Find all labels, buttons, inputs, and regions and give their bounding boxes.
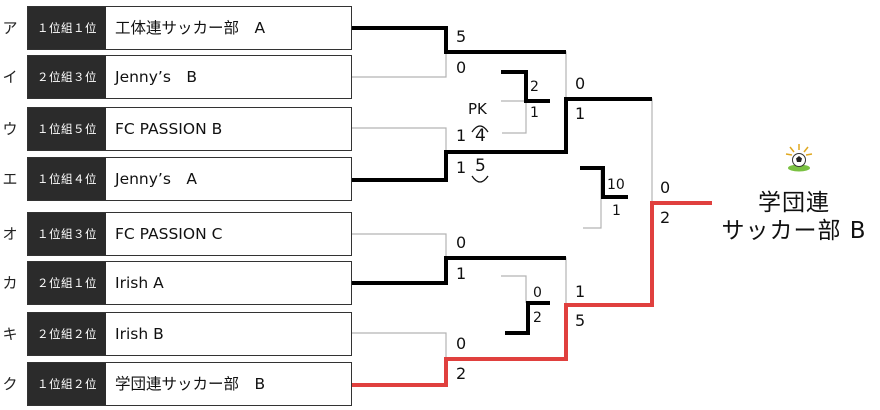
entry-o: オ １位組３位 FC PASSION C (0, 212, 352, 256)
pk-arc-bottom (471, 175, 489, 183)
champion-line-2: サッカー部 B (721, 218, 867, 244)
team-name: Irish A (115, 274, 164, 292)
line-e (352, 97, 652, 182)
score-sf-m2-top: 1 (575, 282, 586, 301)
pk-arc-top (471, 125, 489, 133)
champion-name: 学団連 サッカー部 B (706, 189, 880, 245)
entry-letter: カ (2, 274, 18, 292)
entry-letter: イ (2, 68, 18, 86)
team-name: 学団連サッカー部 B (115, 375, 266, 393)
team-name: Irish B (115, 325, 164, 343)
entry-letter: エ (2, 170, 18, 188)
line-sub3 (583, 167, 602, 229)
team-name: FC PASSION B (115, 120, 223, 138)
line-o (352, 233, 447, 258)
score-sub3-bottom: 1 (612, 203, 621, 219)
team-name: Jenny’s A (115, 170, 198, 188)
pk-score-bottom: 5 (475, 156, 486, 176)
score-r1-m4-bottom: 2 (456, 364, 467, 383)
score-final-top: 0 (660, 178, 671, 197)
score-sf-m1-top: 0 (575, 74, 586, 93)
score-sub1-top: 2 (530, 79, 539, 95)
team-box: １位組４位 Jenny’s A (27, 157, 352, 201)
seed-label: ２位組３位 (28, 56, 106, 98)
score-r1-m4-top: 0 (456, 334, 467, 353)
line-ku-champion (352, 201, 712, 387)
entry-letter: キ (2, 325, 18, 343)
score-r1-m2-top: 1 (456, 126, 467, 145)
score-r1-m1-bottom: 0 (456, 58, 467, 77)
score-r1-m2-bottom: 1 (456, 158, 467, 177)
score-sf-m1-bottom: 1 (575, 104, 586, 123)
team-name: Jenny’s B (115, 68, 198, 86)
score-sub2-bottom: 2 (533, 310, 542, 326)
seed-label: ２位組１位 (28, 262, 106, 304)
score-sf-m2-bottom: 5 (575, 311, 586, 330)
score-r1-m3-top: 0 (456, 233, 467, 252)
entry-letter: ウ (2, 120, 18, 138)
pk-label: PK (468, 100, 487, 118)
line-sub1 (501, 100, 527, 134)
score-r1-m1-top: 5 (456, 27, 467, 46)
team-box: １位組５位 FC PASSION B (27, 107, 352, 151)
seed-label: ２位組２位 (28, 313, 106, 355)
team-name: FC PASSION C (115, 225, 223, 243)
score-final-bottom: 2 (660, 208, 671, 227)
score-r1-m3-bottom: 1 (456, 264, 467, 283)
pk-score-top: 4 (475, 126, 486, 146)
line-sub3-win (580, 166, 628, 199)
line-ka (352, 256, 566, 285)
entry-ka: カ ２位組１位 Irish A (0, 261, 352, 305)
seed-label: １位組２位 (28, 363, 106, 405)
entry-e: エ １位組４位 Jenny’s A (0, 157, 352, 201)
score-sub1-bottom: 1 (530, 105, 539, 121)
line-sub2-win (505, 301, 550, 335)
entry-ku: ク １位組２位 学団連サッカー部 B (0, 362, 352, 406)
team-box: １位組１位 工体連サッカー部 A (27, 6, 352, 50)
line-a (352, 26, 566, 54)
line-ki (352, 332, 447, 359)
entry-u: ウ １位組５位 FC PASSION B (0, 107, 352, 151)
team-box: ２位組２位 Irish B (27, 312, 352, 356)
entry-letter: オ (2, 225, 18, 243)
team-box: １位組２位 学団連サッカー部 B (27, 362, 352, 406)
trophy-icon (785, 144, 813, 172)
team-box: ２位組１位 Irish A (27, 261, 352, 305)
entry-letter: ク (2, 375, 18, 393)
seed-label: １位組５位 (28, 108, 106, 150)
seed-label: １位組４位 (28, 158, 106, 200)
score-sub2-top: 0 (533, 285, 542, 301)
line-u (352, 127, 447, 152)
entry-letter: ア (2, 19, 18, 37)
team-name: 工体連サッカー部 A (115, 19, 266, 37)
entry-ki: キ ２位組２位 Irish B (0, 312, 352, 356)
line-sub2 (501, 275, 527, 303)
line-sub1-win (501, 70, 550, 103)
champion-line-1: 学団連 (758, 190, 830, 216)
entry-a: ア １位組１位 工体連サッカー部 A (0, 6, 352, 50)
line-i (352, 53, 447, 78)
entry-i: イ ２位組３位 Jenny’s B (0, 55, 352, 99)
score-sub3-top: 10 (607, 177, 625, 193)
seed-label: １位組３位 (28, 213, 106, 255)
seed-label: １位組１位 (28, 7, 106, 49)
team-box: ２位組３位 Jenny’s B (27, 55, 352, 99)
team-box: １位組３位 FC PASSION C (27, 212, 352, 256)
